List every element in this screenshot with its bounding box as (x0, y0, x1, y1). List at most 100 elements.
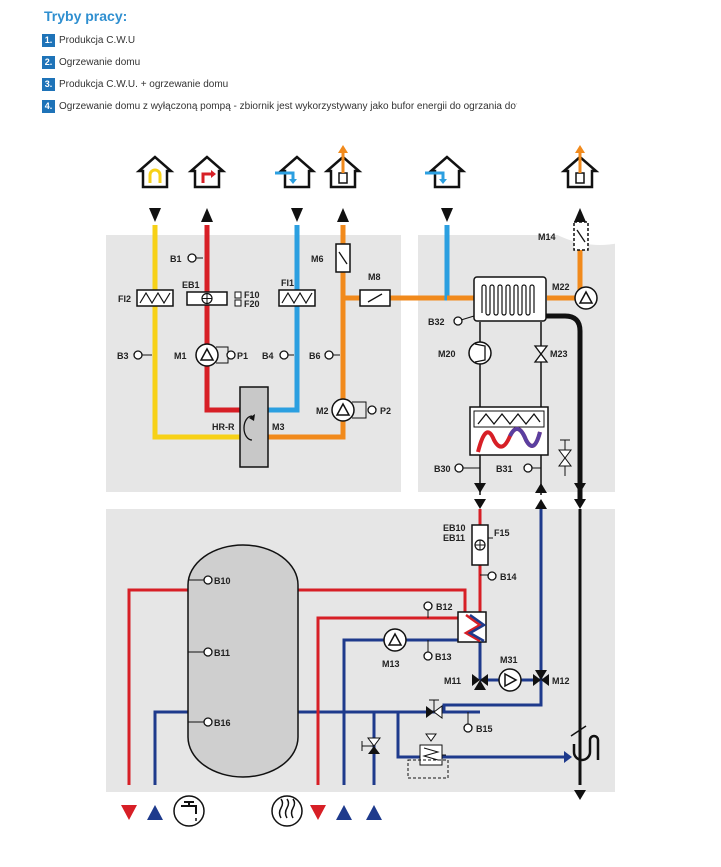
valve-m12 (533, 670, 549, 686)
mode-label: Produkcja C.W.U (59, 34, 136, 46)
sensor-b11 (188, 647, 213, 657)
label-b11: B11 (214, 648, 230, 658)
pump-m1 (195, 343, 236, 367)
safety-valve-icon (558, 439, 572, 476)
label-b13: B13 (435, 652, 452, 662)
sensor-b4 (279, 350, 294, 360)
sensor-b16 (188, 717, 213, 727)
sensor-b30 (454, 463, 480, 473)
page-title: Tryby pracy: (44, 8, 128, 24)
panel-cutout (505, 55, 695, 245)
valve-m11 (472, 674, 488, 690)
mode-number: 1. (42, 33, 55, 47)
damper-m8 (359, 289, 391, 307)
label-m11: M11 (444, 676, 461, 686)
sensor-b1 (187, 253, 203, 263)
sensor-b13 (423, 640, 433, 661)
house-icon-hot-water (137, 155, 173, 189)
label-b15: B15 (476, 724, 493, 734)
label-b6: B6 (309, 351, 321, 361)
label-f10: F10 (244, 290, 260, 300)
label-eb10: EB10 (443, 523, 466, 533)
sensor-b32 (453, 315, 475, 326)
label-m3: M3 (272, 422, 285, 432)
plate-heat-exchanger (457, 611, 487, 643)
compressor-m20 (468, 341, 492, 365)
heater-eb10 (471, 524, 493, 566)
sensor-b10 (188, 575, 213, 585)
heater-eb1 (186, 291, 228, 306)
mode-label: Ogrzewanie domu z wyłączoną pompą - zbio… (59, 100, 530, 112)
label-eb1: EB1 (182, 280, 200, 290)
label-b3: B3 (117, 351, 129, 361)
evaporator-coil (473, 276, 547, 322)
label-m1: M1 (174, 351, 187, 361)
house-icon-heating (189, 155, 225, 189)
label-b31: B31 (496, 464, 513, 474)
fan-m22 (574, 286, 598, 310)
label-m8: M8 (368, 272, 381, 282)
label-b32: B32 (428, 317, 445, 327)
mode-item-3: 3. Produkcja C.W.U. + ogrzewanie domu (42, 77, 530, 91)
label-hrr: HR-R (212, 422, 235, 432)
house-icon-fresh-air (275, 155, 315, 189)
connector-arrows (474, 483, 586, 509)
mode-item-1: 1. Produkcja C.W.U (42, 33, 530, 47)
mode-label: Produkcja C.W.U. + ogrzewanie domu (59, 78, 229, 90)
label-f15: F15 (494, 528, 510, 538)
heat-exchanger-hr-r (239, 386, 269, 468)
mode-label: Ogrzewanie domu (59, 56, 141, 68)
label-m6: M6 (311, 254, 324, 264)
label-b16: B16 (214, 718, 231, 728)
pump-m2 (331, 398, 377, 422)
label-m23: M23 (550, 349, 568, 359)
mode-list: 1. Produkcja C.W.U 2. Ogrzewanie domu 3. Pr… (42, 33, 530, 121)
pump-m13 (383, 628, 407, 652)
label-m2: M2 (316, 406, 329, 416)
arrow-icons-top (149, 208, 586, 222)
mode-number: 3. (42, 77, 55, 91)
label-fi2: FI2 (118, 294, 131, 304)
label-f20: F20 (244, 299, 260, 309)
sensor-b14 (480, 571, 497, 581)
label-m12: M12 (552, 676, 570, 686)
label-m14: M14 (538, 232, 556, 242)
mode-number: 2. (42, 55, 55, 69)
mode-item-4: 4. Ogrzewanie domu z wyłączoną pompą - zb… (42, 99, 530, 113)
label-b14: B14 (500, 572, 517, 582)
house-icon-outdoor-air (425, 155, 465, 189)
storage-tank (187, 544, 299, 778)
filter-fi2 (136, 289, 174, 307)
bottom-arrows (121, 790, 586, 820)
condenser-coil (469, 406, 549, 456)
label-b10: B10 (214, 576, 231, 586)
sensor-b6 (324, 350, 340, 360)
label-b1: B1 (170, 254, 182, 264)
fuse-f20 (234, 299, 242, 307)
drain-valve (361, 737, 381, 754)
heating-icon (271, 795, 303, 827)
label-p2: P2 (380, 406, 391, 416)
check-valve-main (426, 699, 443, 719)
label-m20: M20 (438, 349, 456, 359)
sensor-b3 (133, 350, 152, 360)
filter-fi1 (278, 289, 316, 307)
pump-m31 (498, 668, 522, 692)
label-b12: B12 (436, 602, 453, 612)
label-p1: P1 (237, 351, 248, 361)
damper-m14 (573, 221, 589, 251)
sensor-b12 (423, 601, 433, 618)
siphon-icon (564, 725, 600, 763)
mode-item-2: 2. Ogrzewanie domu (42, 55, 530, 69)
expansion-valve-m23 (533, 345, 549, 363)
label-b4: B4 (262, 351, 274, 361)
label-m13: M13 (382, 659, 400, 669)
label-b30: B30 (434, 464, 451, 474)
mode-number: 4. (42, 99, 55, 113)
sensor-b31 (523, 463, 541, 473)
house-icon-exhaust-out (562, 145, 598, 189)
damper-m6 (335, 243, 351, 273)
label-m22: M22 (552, 282, 570, 292)
house-icon-exhaust-air (325, 145, 361, 189)
